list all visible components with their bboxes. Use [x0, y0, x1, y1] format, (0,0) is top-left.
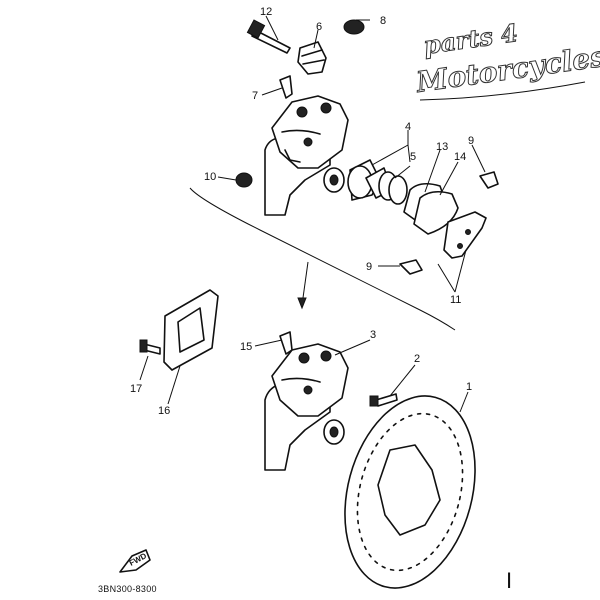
callout-9-lower: 9 [366, 261, 372, 273]
callout-1: 1 [466, 381, 472, 393]
brand-logo: parts 4 Motorcycles [413, 18, 600, 101]
bolt-2 [375, 393, 398, 407]
seal-5b [388, 175, 408, 205]
page-mark: I [506, 568, 512, 593]
fwd-arrow-icon: FWD [119, 549, 151, 573]
clip-9-upper [479, 171, 499, 189]
group-line [189, 187, 456, 331]
nut-10 [235, 172, 253, 188]
pistons-and-seals [347, 159, 408, 205]
leader-lines [139, 15, 486, 413]
brake-disc-1 [344, 395, 476, 589]
cap-8 [343, 19, 365, 35]
bleed-screw-15 [279, 331, 293, 355]
callout-8: 8 [380, 15, 386, 27]
bleed-screw-7 [279, 75, 293, 99]
callout-12: 12 [260, 6, 272, 18]
callout-11: 11 [450, 294, 461, 306]
callout-4: 4 [405, 121, 411, 133]
callout-15: 15 [240, 341, 252, 353]
boot-6 [297, 41, 327, 75]
pad-11 [443, 211, 487, 259]
caliper-lower [264, 331, 349, 471]
callout-16: 16 [158, 405, 170, 417]
callout-5: 5 [410, 151, 416, 163]
caliper-upper [235, 19, 365, 216]
brake-pads [399, 171, 499, 275]
disc-hub [377, 444, 441, 536]
callout-13: 13 [436, 141, 448, 153]
callout-9-upper: 9 [468, 135, 474, 147]
callout-3: 3 [370, 329, 376, 341]
callout-labels: 12 6 8 7 4 5 13 14 9 10 9 11 3 15 2 1 17… [130, 6, 474, 417]
callout-17: 17 [130, 383, 142, 395]
callout-6: 6 [316, 21, 322, 33]
callout-10: 10 [204, 171, 216, 183]
logo-swoosh [419, 81, 586, 101]
guard-plate-16 [139, 289, 219, 371]
callout-14: 14 [454, 151, 466, 163]
callout-2: 2 [414, 353, 420, 365]
catalog-code: 3BN300-8300 [98, 584, 157, 594]
callout-7: 7 [252, 90, 258, 102]
clip-9-lower [399, 259, 423, 275]
